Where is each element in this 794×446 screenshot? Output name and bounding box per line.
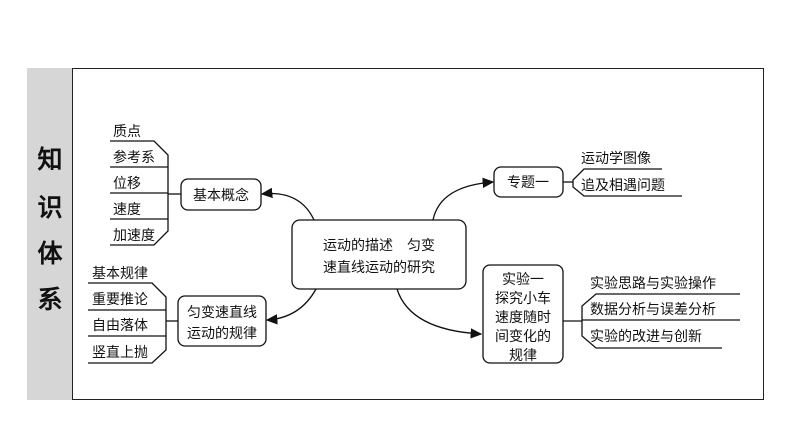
topic-label: 专题一 bbox=[507, 175, 549, 191]
uniform-line-1: 匀变速直线 bbox=[187, 304, 257, 321]
experiment-line: 规律 bbox=[509, 348, 537, 364]
center-node bbox=[291, 219, 467, 290]
uniform-item: 自由落体 bbox=[92, 318, 148, 334]
experiment-bracket bbox=[581, 293, 740, 349]
arrow-to-topic bbox=[432, 177, 495, 221]
topic-bracket bbox=[572, 168, 682, 197]
side-title-char: 知 bbox=[37, 145, 63, 174]
basic-item: 位移 bbox=[113, 176, 141, 192]
side-title-bar bbox=[27, 68, 73, 400]
experiment-line: 间变化的 bbox=[495, 329, 551, 345]
basic-item: 速度 bbox=[113, 202, 141, 218]
arrow-to-basic bbox=[260, 187, 315, 221]
basic-concept-label: 基本概念 bbox=[193, 187, 249, 204]
experiment-item: 数据分析与误差分析 bbox=[590, 302, 716, 318]
experiment-line: 探究小车 bbox=[495, 290, 551, 307]
center-line-1: 运动的描述 匀变 bbox=[323, 238, 435, 254]
experiment-line: 实验一 bbox=[502, 272, 544, 288]
side-title-char: 系 bbox=[37, 285, 63, 314]
uniform-item: 竖直上抛 bbox=[92, 344, 148, 361]
experiment-item: 实验思路与实验操作 bbox=[590, 276, 716, 292]
uniform-item: 基本规律 bbox=[92, 265, 148, 282]
experiment-line: 速度随时 bbox=[495, 310, 551, 326]
basic-item: 加速度 bbox=[113, 228, 155, 244]
basic-item: 参考系 bbox=[113, 149, 155, 166]
experiment-item: 实验的改进与创新 bbox=[590, 329, 702, 345]
center-line-2: 速直线运动的研究 bbox=[323, 259, 435, 276]
uniform-item: 重要推论 bbox=[92, 292, 148, 308]
experiment-node bbox=[482, 264, 564, 364]
topic-item: 运动学图像 bbox=[581, 151, 651, 167]
topic-item: 追及相遇问题 bbox=[581, 178, 665, 194]
uniform-line-2: 运动的规律 bbox=[187, 326, 257, 342]
side-title-char: 识 bbox=[37, 193, 63, 222]
basic-item: 质点 bbox=[113, 124, 141, 140]
side-title-char: 体 bbox=[37, 239, 63, 268]
uniform-bracket bbox=[88, 282, 167, 364]
arrow-to-experiment bbox=[396, 288, 483, 339]
arrow-to-uniform bbox=[265, 288, 317, 325]
